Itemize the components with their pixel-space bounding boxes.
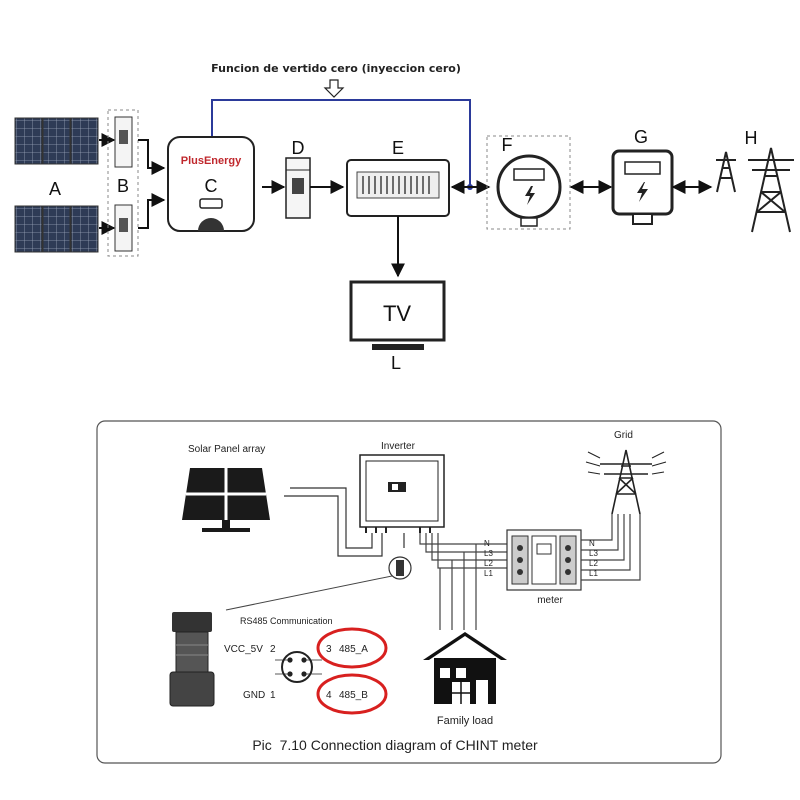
meter-left-terminals: N L3 L2 L1 — [484, 539, 493, 578]
meter-label: meter — [537, 595, 563, 606]
distribution-board-icon — [346, 159, 450, 217]
ac-wires — [419, 533, 508, 630]
rs485-plug-icon — [396, 560, 404, 576]
inverter-brand: PlusEnergy — [181, 155, 242, 167]
label-f: F — [502, 135, 513, 155]
label-h: H — [745, 128, 758, 148]
figure-caption: Pic 7.10 Connection diagram of CHINT met… — [252, 737, 538, 753]
meter-right-terminals: N L3 L2 L1 — [589, 539, 598, 578]
left-terminal-l1: L1 — [484, 569, 493, 578]
pin-face-icon — [275, 651, 322, 683]
grid-meter-icon — [611, 149, 674, 225]
inverter-box-icon — [359, 454, 445, 533]
label-d: D — [292, 138, 305, 158]
pin-gnd-label: GND — [243, 690, 265, 701]
solar-panel-icon — [182, 468, 270, 532]
hollow-down-arrow-icon — [323, 79, 345, 98]
solar-panel-label: Solar Panel array — [188, 444, 265, 455]
dc-breakers-icon — [107, 109, 139, 257]
zero-export-title: Funcion de vertido cero (inyeccion cero) — [211, 62, 461, 75]
family-load-label: Family load — [437, 715, 493, 727]
bottom-diagram: Solar Panel array Inverter — [96, 420, 722, 764]
inverter-icon — [167, 136, 255, 232]
house-icon — [423, 632, 507, 704]
rs485-pointer — [225, 575, 393, 611]
pin-vcc-number: 2 — [270, 644, 276, 655]
right-terminal-l1: L1 — [589, 569, 598, 578]
top-diagram: Funcion de vertido cero (inyeccion cero)… — [14, 62, 794, 373]
left-terminal-l2: L2 — [484, 559, 493, 568]
transmission-tower-icon — [716, 147, 794, 233]
grid-tower-icon — [585, 449, 667, 515]
inverter-label: Inverter — [381, 441, 416, 452]
dc-wire-minus — [284, 495, 383, 557]
label-c: C — [205, 176, 218, 196]
label-e: E — [392, 138, 404, 158]
right-terminal-l3: L3 — [589, 549, 598, 558]
label-g: G — [634, 127, 648, 147]
solar-panels-icon — [14, 117, 99, 253]
arrow-b-c-top — [138, 139, 166, 175]
label-b: B — [117, 176, 129, 196]
pin-gnd-number: 1 — [270, 690, 276, 701]
pin-a-number: 3 — [326, 644, 332, 655]
right-terminal-n: N — [589, 539, 595, 548]
pin-a-label: 485_A — [339, 644, 368, 655]
rs485-connector-icon — [169, 612, 215, 707]
dc-wire-plus — [290, 487, 373, 549]
ac-breaker-icon — [285, 157, 311, 219]
label-a: A — [49, 179, 61, 199]
smart-meter-icon — [486, 135, 571, 230]
feedback-line — [211, 99, 471, 186]
tv-icon — [349, 280, 446, 350]
pin-b-label: 485_B — [339, 690, 368, 701]
right-terminal-l2: L2 — [589, 559, 598, 568]
grid-label: Grid — [614, 430, 633, 441]
arrow-b-c-bottom — [138, 193, 166, 229]
left-terminal-n: N — [484, 539, 490, 548]
highlight-485b — [316, 673, 388, 715]
grid-wires — [581, 514, 641, 581]
left-terminal-l3: L3 — [484, 549, 493, 558]
chint-meter-icon — [506, 529, 582, 591]
tv-label: TV — [383, 301, 411, 326]
pin-vcc-label: VCC_5V — [224, 644, 263, 655]
pin-b-number: 4 — [326, 690, 332, 701]
label-l: L — [391, 353, 401, 373]
rs485-title: RS485 Communication — [240, 616, 333, 626]
highlight-485a — [316, 627, 388, 669]
